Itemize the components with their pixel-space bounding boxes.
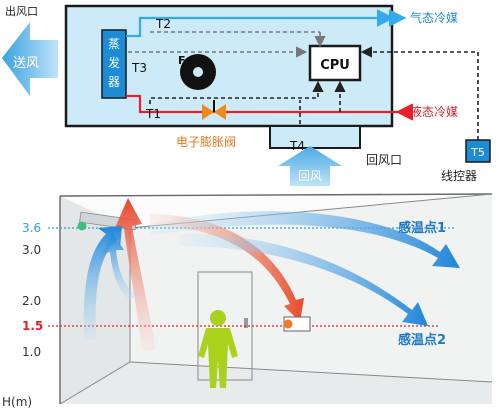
expansion-valve-icon-right: [214, 104, 226, 120]
controller-label: 线控器: [441, 169, 477, 183]
cool-air-down-arrow-2: [102, 232, 138, 300]
return-air-arrow: [278, 146, 342, 186]
indoor-unit-schematic: 送风 出风口 蒸 发 器 Fan CPU 气态冷媒 液态冷媒 电子膨胀阀 T2: [2, 4, 491, 186]
room-floor: [60, 362, 492, 404]
floor-edge: [129, 361, 493, 383]
t2-label: T2: [155, 17, 171, 31]
cool-air-down-arrow-1: [83, 226, 122, 340]
cpu-label: CPU: [320, 58, 350, 73]
evaporator-char-1: 蒸: [108, 37, 120, 51]
expansion-valve-icon: [202, 104, 214, 120]
t1-signal-line: [149, 80, 324, 104]
evaporator-char-3: 器: [108, 75, 120, 89]
ceiling-edge: [59, 193, 493, 197]
door-handle: [244, 318, 248, 328]
liquid-refrigerant-label: 液态冷媒: [410, 104, 458, 119]
evaporator-coil: [101, 29, 127, 99]
sensor-point-1-dot: [77, 221, 87, 231]
height-label-2-0: 2.0: [22, 294, 41, 308]
return-air-box: [269, 125, 361, 149]
evaporator-char-2: 发: [108, 55, 120, 70]
gas-refrigerant-label: 气态冷媒: [410, 10, 458, 25]
room-airflow-diagram: 3.6 3.0 2.0 1.5 1.0 H(m) 感温点1: [2, 193, 493, 409]
height-axis-label: H(m): [2, 395, 32, 409]
height-label-3-0: 3.0: [22, 243, 41, 257]
sensor-point-2-label: 感温点2: [398, 332, 446, 348]
t1-label: T1: [145, 107, 161, 121]
floor-corner: [59, 361, 131, 405]
height-label-3-6: 3.6: [22, 221, 41, 235]
cool-air-sweep-arrow-2: [180, 233, 428, 326]
height-label-1-5: 1.5: [22, 319, 43, 333]
sensor-point-1-label: 感温点1: [398, 220, 446, 236]
cpu-box: [308, 44, 362, 82]
t4-label: T4: [289, 139, 305, 153]
liquid-refrigerant-line: [126, 94, 408, 114]
warm-air-rising-arrow: [114, 198, 156, 350]
controller-signal-line: [360, 46, 479, 140]
t3-label: T3: [131, 61, 147, 75]
fan-hub: [193, 67, 203, 77]
person-figure: [198, 310, 238, 388]
sensor-point-2-dot: [283, 319, 293, 329]
height-label-1-0: 1.0: [22, 345, 41, 359]
cool-air-sweep-arrow-1: [150, 211, 460, 268]
gas-refrigerant-line: [126, 9, 395, 38]
air-outlet-label: 出风口: [5, 4, 38, 18]
supply-air-arrow: [2, 22, 58, 96]
controller-box: [465, 139, 491, 163]
return-inlet-label: 回风口: [366, 153, 402, 167]
expansion-valve-label: 电子膨胀阀: [176, 135, 236, 149]
supply-air-label: 送风: [13, 56, 39, 71]
return-air-label: 回风: [298, 169, 322, 183]
t5-label: T5: [470, 146, 485, 159]
fan-label: Fan: [178, 54, 200, 67]
